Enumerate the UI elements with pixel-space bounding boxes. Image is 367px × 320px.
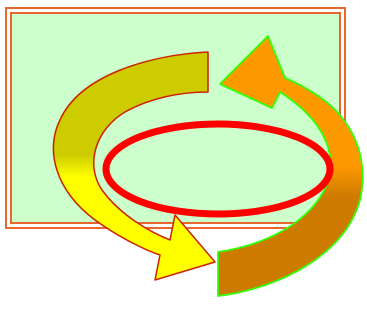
center-ellipse (106, 124, 330, 214)
